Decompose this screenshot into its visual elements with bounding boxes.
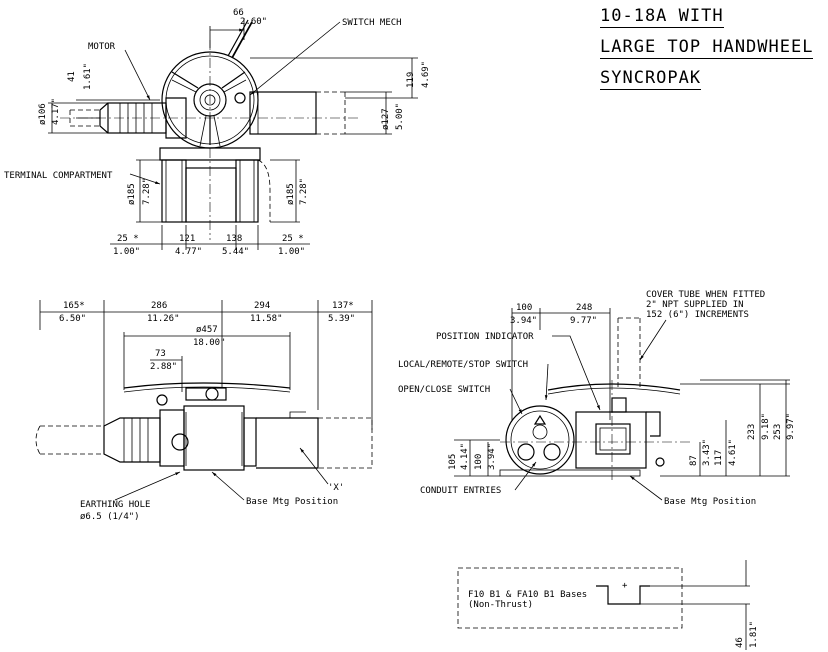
top-view: 66 2.60" SWITCH MECH MOTOR 41 1.61" ø106… <box>4 8 431 257</box>
dim-100v-mm: 100 <box>474 454 484 470</box>
terminal-compartment-label: TERMINAL COMPARTMENT <box>4 171 113 181</box>
dim-25-left-mm: 25 * <box>117 234 139 244</box>
dim-138-mm: 138 <box>226 234 242 244</box>
dim-185-left-mm: ø185 <box>127 183 137 205</box>
front-view: 100 3.94" 248 9.77" COVER TUBE WHEN FITT… <box>398 290 796 507</box>
dim-100v-in: 3.94" <box>487 443 497 470</box>
title-line-3: SYNCROPAK <box>600 68 702 90</box>
title-line-2: LARGE TOP HANDWHEEL <box>600 37 814 59</box>
dim-105-mm: 105 <box>448 454 458 470</box>
base-mtg-front-label: Base Mtg Position <box>664 497 756 507</box>
switch-mech-label: SWITCH MECH <box>342 18 402 28</box>
motor-label: MOTOR <box>88 42 116 52</box>
dim-41-mm: 41 <box>67 71 77 82</box>
view-x-label: 'X' <box>328 483 344 493</box>
dim-100-in: 3.94" <box>510 316 537 326</box>
title-line-1: 10-18A WITH <box>600 6 724 28</box>
dim-294-in: 11.58" <box>250 314 283 324</box>
dim-121-mm: 121 <box>179 234 195 244</box>
base-detail-label-1: F10 B1 & FA10 B1 Bases <box>468 590 587 600</box>
dim-73-mm: 73 <box>155 349 166 359</box>
dim-138-in: 5.44" <box>222 247 249 257</box>
dim-46-mm: 46 <box>735 637 745 648</box>
dim-106-mm: ø106 <box>38 103 48 125</box>
dim-87-mm: 87 <box>689 455 699 466</box>
side-view: 165* 6.50" 286 11.26" 294 11.58" 137* 5.… <box>35 300 373 522</box>
base-detail-label-2: (Non-Thrust) <box>468 600 533 610</box>
dim-117-in: 4.61" <box>728 439 738 466</box>
dim-46-in: 1.81" <box>749 621 759 648</box>
dim-457-mm: ø457 <box>196 325 218 335</box>
base-mtg-side-label: Base Mtg Position <box>246 497 338 507</box>
earthing-size-label: ø6.5 (1/4") <box>80 512 140 522</box>
dim-248-in: 9.77" <box>570 316 597 326</box>
dim-119-mm: 119 <box>406 72 416 88</box>
earthing-hole-label: EARTHING HOLE <box>80 500 150 510</box>
dim-106-in: 4.17" <box>51 98 61 125</box>
dim-73-in: 2.88" <box>150 362 177 372</box>
dim-185-right-mm: ø185 <box>286 183 296 205</box>
dim-25-right-in: 1.00" <box>278 247 305 257</box>
cover-tube-label-3: 152 (6") INCREMENTS <box>646 310 749 320</box>
dim-185-left-in: 7.28" <box>142 178 152 205</box>
dim-286-in: 11.26" <box>147 314 180 324</box>
dim-165-mm: 165* <box>63 301 85 311</box>
dim-105-in: 4.14" <box>460 443 470 470</box>
dim-119-in: 4.69" <box>421 61 431 88</box>
dim-127-mm: ø127 <box>381 108 391 130</box>
dim-165-in: 6.50" <box>59 314 86 324</box>
base-detail: F10 B1 & FA10 B1 Bases (Non-Thrust) + 46… <box>457 560 759 650</box>
dim-100-mm: 100 <box>516 303 532 313</box>
position-indicator-label: POSITION INDICATOR <box>436 332 534 342</box>
cover-tube-label-2: 2" NPT SUPPLIED IN <box>646 300 744 310</box>
conduit-entries-label: CONDUIT ENTRIES <box>420 486 501 496</box>
dim-185-right-in: 7.28" <box>299 178 309 205</box>
dim-117-mm: 117 <box>714 450 724 466</box>
dim-137-mm: 137* <box>332 301 354 311</box>
dim-233-mm: 233 <box>747 424 757 440</box>
dim-253-in: 9.97" <box>786 413 796 440</box>
dim-41-in: 1.61" <box>83 63 93 90</box>
dim-25-right-mm: 25 * <box>282 234 304 244</box>
cover-tube-label-1: COVER TUBE WHEN FITTED <box>646 290 765 300</box>
dim-66-in: 2.60" <box>240 17 267 27</box>
dim-127-in: 5.00" <box>395 103 405 130</box>
dim-121-in: 4.77" <box>175 247 202 257</box>
dim-294-mm: 294 <box>254 301 270 311</box>
svg-text:+: + <box>622 581 628 591</box>
dim-253-mm: 253 <box>773 424 783 440</box>
local-remote-label: LOCAL/REMOTE/STOP SWITCH <box>398 360 528 370</box>
dim-233-in: 9.18" <box>761 413 771 440</box>
dim-137-in: 5.39" <box>328 314 355 324</box>
open-close-label: OPEN/CLOSE SWITCH <box>398 385 490 395</box>
dim-25-left-in: 1.00" <box>113 247 140 257</box>
dim-286-mm: 286 <box>151 301 167 311</box>
dim-457-in: 18.00" <box>193 338 226 348</box>
dim-87-in: 3.43" <box>702 439 712 466</box>
dim-248-mm: 248 <box>576 303 592 313</box>
dim-66-mm: 66 <box>233 8 244 18</box>
